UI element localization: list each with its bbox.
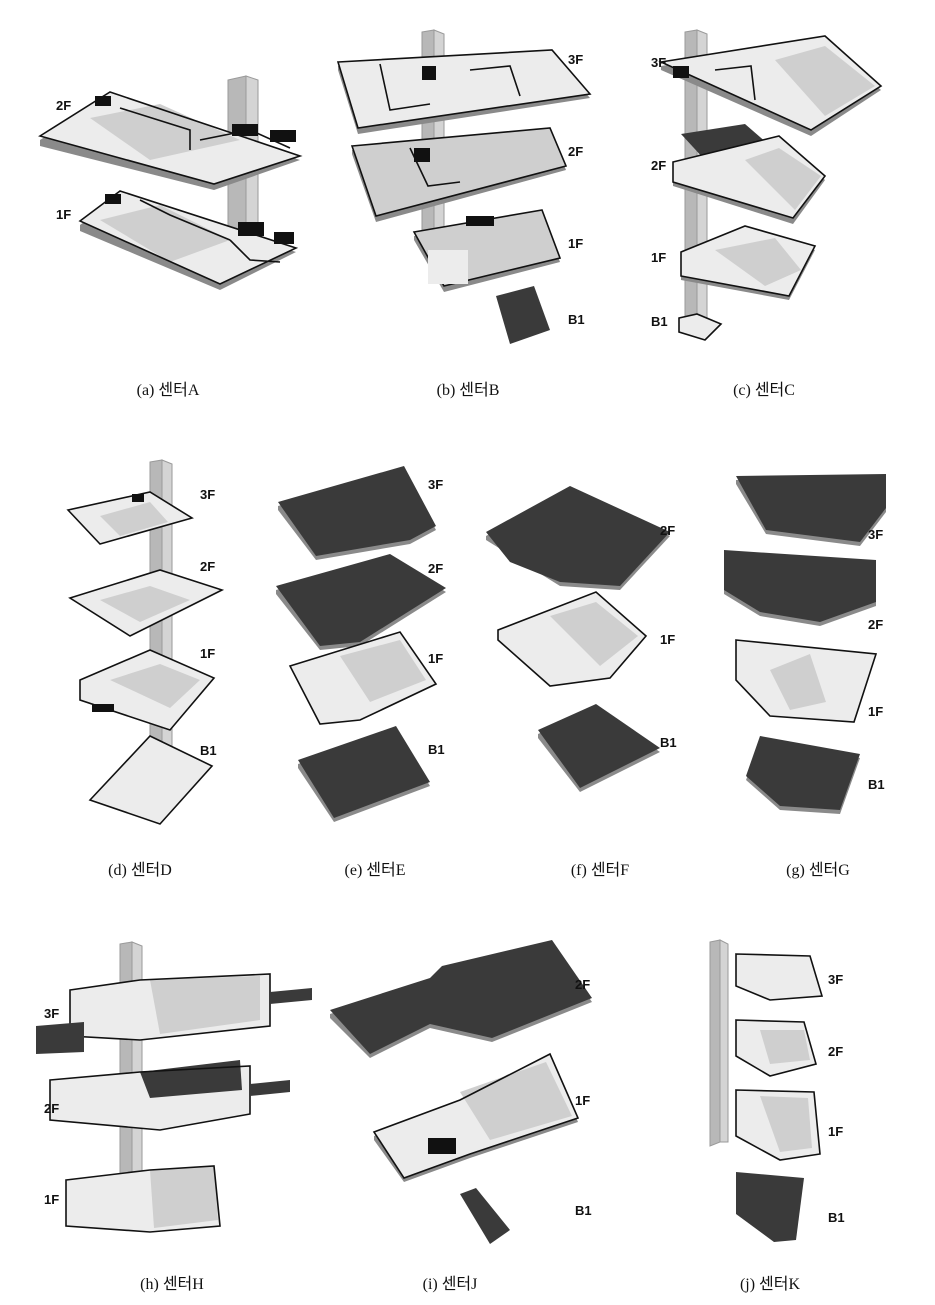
panel-center-h: 3F 2F 1F (h) 센터H bbox=[0, 930, 320, 1305]
floor-label-1f: 1F bbox=[828, 1124, 844, 1139]
floor-label-b1: B1 bbox=[868, 777, 885, 792]
floor-label-2f: 2F bbox=[568, 144, 584, 159]
panel-caption: (b) 센터B bbox=[436, 382, 500, 399]
center-g-floorplan-stack bbox=[724, 474, 886, 814]
panel-caption: (h) 센터H bbox=[140, 1276, 204, 1293]
floor-label-2f: 2F bbox=[200, 559, 216, 574]
center-d-floorplan-stack bbox=[66, 459, 225, 825]
floor-label-b1: B1 bbox=[828, 1210, 845, 1225]
floor-label-2f: 2F bbox=[56, 98, 72, 113]
floor-label-3f: 3F bbox=[868, 527, 884, 542]
floor-label-1f: 1F bbox=[868, 704, 884, 719]
center-j-floorplan-stack bbox=[330, 940, 592, 1244]
floor-label-2f: 2F bbox=[44, 1101, 60, 1116]
floor-label-3f: 3F bbox=[200, 487, 216, 502]
panel-caption: (j) 센터K bbox=[739, 1276, 801, 1293]
floor-label-2f: 2F bbox=[660, 523, 676, 538]
floor-label-3f: 3F bbox=[44, 1006, 60, 1021]
panel-center-b: 3F 2F 1F B1 (b) 센터B bbox=[310, 0, 625, 400]
panel-center-f: 2F 1F B1 (f) 센터F bbox=[470, 440, 700, 880]
floor-label-2f: 2F bbox=[651, 158, 667, 173]
panel-center-a: 2F 1F (a) 센터A bbox=[0, 0, 310, 400]
floor-label-b1: B1 bbox=[200, 743, 217, 758]
panel-caption: (a) 센터A bbox=[136, 382, 200, 399]
center-a-floorplan-stack bbox=[38, 75, 303, 290]
floor-label-3f: 3F bbox=[828, 972, 844, 987]
panel-center-k: 3F 2F 1F B1 (j) 센터K bbox=[640, 930, 935, 1305]
floor-label-1f: 1F bbox=[568, 236, 584, 251]
floor-label-1f: 1F bbox=[651, 250, 667, 265]
center-f-floorplan-stack bbox=[486, 486, 670, 792]
floor-label-b1: B1 bbox=[428, 742, 445, 757]
panel-caption: (e) 센터E bbox=[344, 862, 406, 879]
floor-label-2f: 2F bbox=[428, 561, 444, 576]
floor-label-b1: B1 bbox=[660, 735, 677, 750]
floor-label-2f: 2F bbox=[868, 617, 884, 632]
floor-label-b1: B1 bbox=[651, 314, 668, 329]
floor-label-1f: 1F bbox=[575, 1093, 591, 1108]
panel-center-j: 2F 1F B1 (i) 센터J bbox=[320, 930, 640, 1305]
floor-label-b1: B1 bbox=[568, 312, 585, 327]
center-e-floorplan-stack bbox=[276, 466, 446, 822]
panel-center-c: 3F 2F 1F B1 (c) 센터C bbox=[625, 0, 935, 400]
floor-label-2f: 2F bbox=[828, 1044, 844, 1059]
center-k-floorplan-stack bbox=[709, 939, 824, 1242]
floor-label-b1: B1 bbox=[575, 1203, 592, 1218]
floor-label-3f: 3F bbox=[428, 477, 444, 492]
panel-caption: (f) 센터F bbox=[570, 862, 630, 879]
floor-label-3f: 3F bbox=[651, 55, 667, 70]
floor-label-2f: 2F bbox=[575, 977, 591, 992]
panel-caption: (g) 센터G bbox=[786, 862, 850, 879]
floor-label-1f: 1F bbox=[44, 1192, 60, 1207]
panel-center-e: 3F 2F 1F B1 (e) 센터E bbox=[240, 440, 470, 880]
center-h-floorplan-stack bbox=[36, 941, 312, 1233]
floor-label-1f: 1F bbox=[200, 646, 216, 661]
floor-label-1f: 1F bbox=[660, 632, 676, 647]
panel-caption: (i) 센터J bbox=[422, 1276, 478, 1293]
center-c-floorplan-stack bbox=[658, 29, 883, 341]
center-b-floorplan-stack bbox=[336, 29, 592, 344]
floor-label-3f: 3F bbox=[568, 52, 584, 67]
panel-caption: (d) 센터D bbox=[108, 862, 172, 879]
panel-caption: (c) 센터C bbox=[733, 382, 795, 399]
floor-label-1f: 1F bbox=[56, 207, 72, 222]
panel-center-g: 3F 2F 1F B1 (g) 센터G bbox=[700, 440, 935, 880]
panel-center-d: 3F 2F 1F B1 (d) 센터D bbox=[0, 440, 240, 880]
floor-label-1f: 1F bbox=[428, 651, 444, 666]
